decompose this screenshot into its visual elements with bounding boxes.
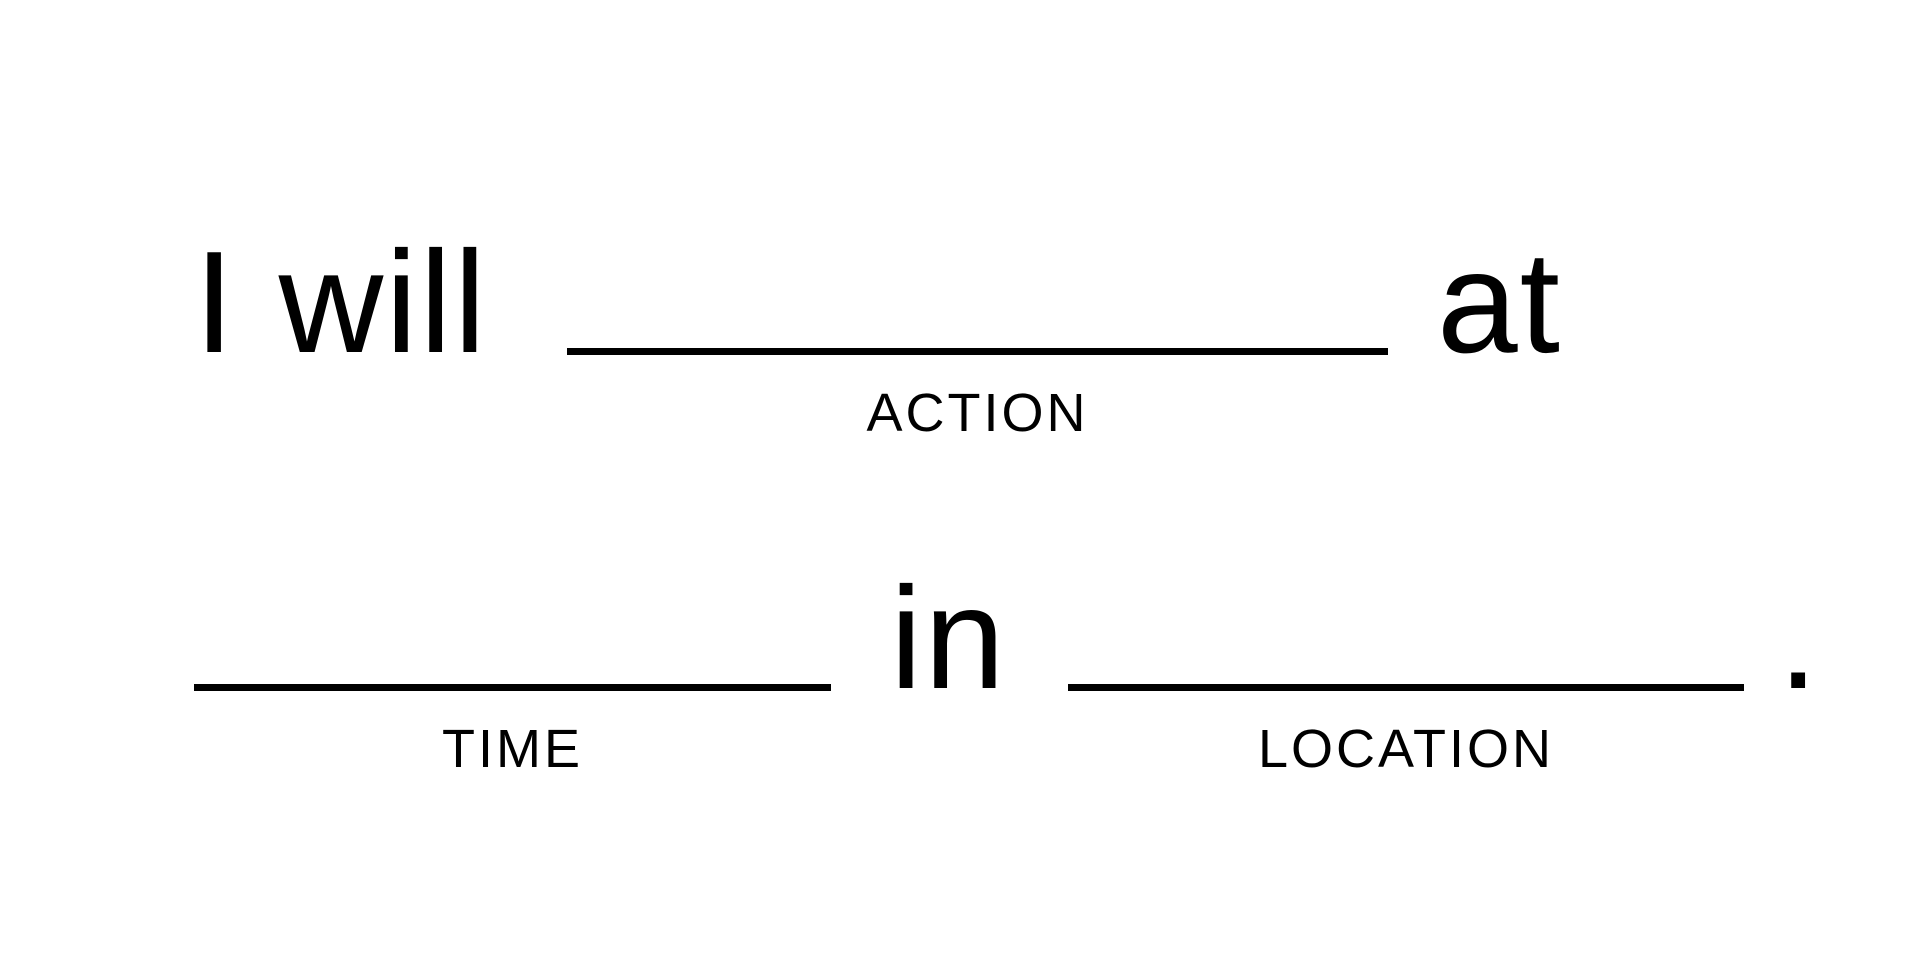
sentence-opening-text: I will	[194, 221, 488, 383]
action-blank: ACTION	[567, 348, 1388, 440]
time-blank-line	[194, 684, 831, 691]
location-blank: LOCATION	[1068, 684, 1744, 776]
time-blank: TIME	[194, 684, 831, 776]
sentence-end-period: .	[1778, 557, 1821, 719]
action-blank-line	[567, 348, 1388, 355]
word-at: at	[1437, 221, 1562, 383]
word-in: in	[890, 557, 1007, 719]
action-blank-label: ACTION	[866, 383, 1089, 443]
location-blank-line	[1068, 684, 1744, 691]
time-blank-label: TIME	[442, 719, 583, 779]
location-blank-label: LOCATION	[1257, 719, 1555, 779]
